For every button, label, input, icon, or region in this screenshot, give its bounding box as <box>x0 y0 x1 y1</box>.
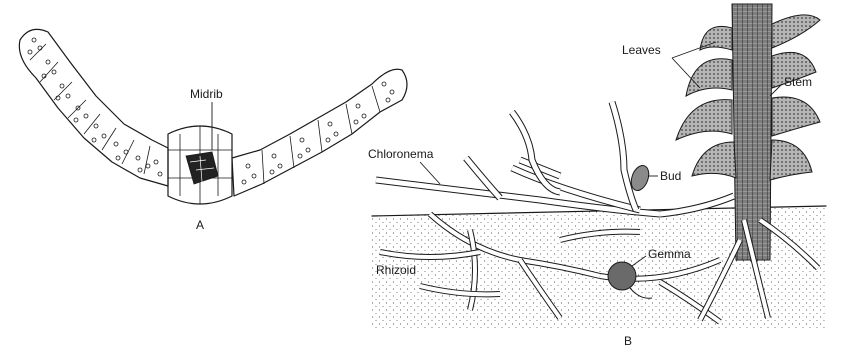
label-leaves: Leaves <box>622 43 661 57</box>
label-rhizoid: Rhizoid <box>376 263 416 277</box>
label-stem: Stem <box>784 75 812 89</box>
panel-a-leaf-section: Midrib A <box>19 29 407 232</box>
leader-chloronema <box>420 162 440 184</box>
label-midrib: Midrib <box>190 87 223 101</box>
panel-a-caption: A <box>196 218 204 232</box>
leaf-right-arm <box>232 69 407 196</box>
label-gemma: Gemma <box>648 247 691 261</box>
panel-b-moss-plant: Leaves Stem Chloronema Bud Gemma Rhizoid… <box>368 4 826 348</box>
label-chloronema: Chloronema <box>368 147 434 161</box>
panel-b-caption: B <box>624 334 632 348</box>
label-bud: Bud <box>660 169 681 183</box>
midrib-structure <box>168 126 232 204</box>
leaf-left-arm <box>19 29 168 186</box>
